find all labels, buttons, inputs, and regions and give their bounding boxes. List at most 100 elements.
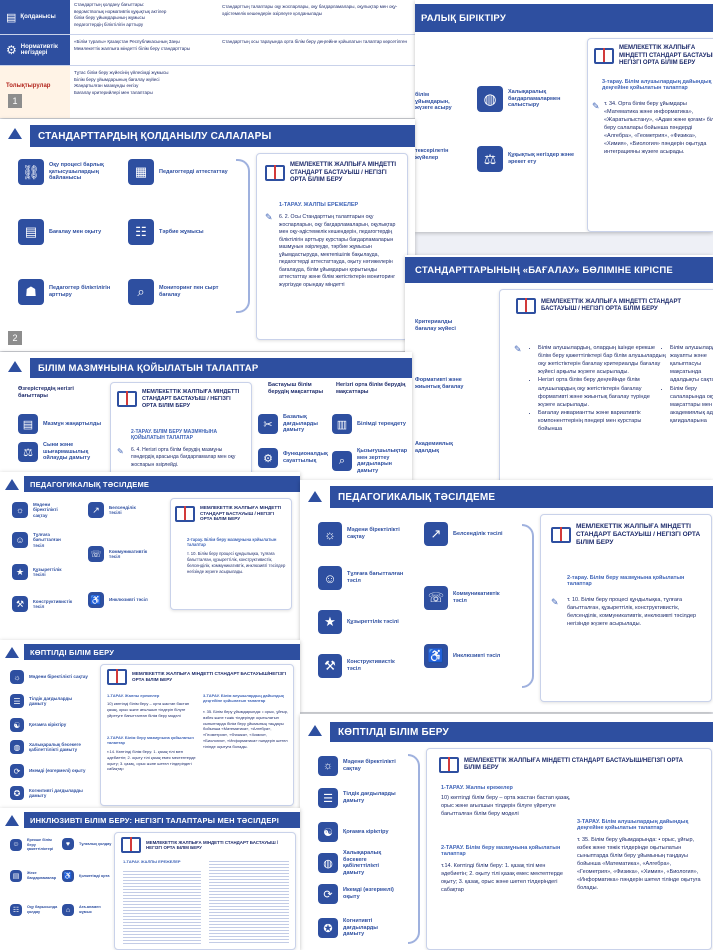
standard-card: МЕМЛЕКЕТТІК ЖАЛПЫҒА МІНДЕТТІ СТАНДАРТ БА…	[114, 832, 296, 950]
list-item: Стандарттың қолдану бағыттары:	[74, 2, 145, 7]
gauge-icon: ▤	[18, 219, 44, 245]
card-text: 6. 2. Осы Стандарттың талаптарын оқу жос…	[279, 214, 396, 288]
list-item: ✪ Когнитивті дағдыларды дамыту	[10, 786, 90, 800]
gear-icon: ⚙	[6, 43, 17, 57]
item-label: Тәрбие жұмысы	[159, 228, 204, 235]
card-header: МЕМЛЕКЕТТІК ЖАЛПЫҒА МІНДЕТТІ СТАНДАРТ БА…	[265, 162, 401, 185]
culture-icon: ☼	[12, 502, 28, 519]
list-item: Бағалау инвариантты және вариативтік ком…	[538, 409, 666, 433]
item-label: Мәдени біректілікті сақтау	[29, 674, 88, 680]
book-icon	[117, 391, 137, 408]
cognitive-icon: ✪	[318, 918, 338, 938]
team-icon: ☷	[10, 904, 22, 916]
card-section: 1-ТАРАУ. ЖАЛПЫ ЕРЕЖЕЛЕР	[123, 859, 181, 864]
book-icon	[121, 837, 141, 853]
slide-international-integration: РАЛЫҚ БІРІКТІРУ білім ұйымдарын, жүзеге …	[415, 0, 713, 232]
list-item: Негізгі орта білім беру деңгейінде білім…	[538, 376, 666, 408]
list-item: ⌕ Мониторинг пен сырт бағалау	[128, 279, 228, 305]
card-title: МЕМЛЕКЕТТІК ЖАЛПЫҒА МІНДЕТТІ СТАНДАРТ БА…	[142, 389, 240, 409]
edit-icon: ✎	[551, 597, 559, 607]
row-bullets: «Білім туралы» Қазақстан Республикасының…	[74, 39, 214, 52]
slide-multilingual-large: КӨПТІЛДІ БІЛІМ БЕРУ ☼ Мәдени біректілікт…	[300, 714, 713, 950]
item-label: Базалық дағдыларды дамыту	[283, 414, 318, 434]
card-header: МЕМЛЕКЕТТІК ЖАЛПЫҒА МІНДЕТТІ СТАНДАРТ БА…	[516, 298, 713, 314]
construct-icon: ⚒	[318, 654, 342, 678]
communication-icon: ☏	[88, 546, 104, 562]
item-label: Белсенділік тәсілі	[453, 530, 503, 537]
slide-pedagogical-large: ПЕДАГОГИКАЛЫҚ ТӘСІЛДЕМЕ ☼ Мәдени біректі…	[300, 480, 713, 712]
item-label: Педагогтерді аттестаттау	[159, 168, 228, 175]
item-label: Функционалдық сауаттылық	[283, 451, 328, 464]
left-label: білім ұйымдарын, жүзеге асыру	[415, 92, 452, 112]
row-bullets: Стандарттың қолдану бағыттары: ведомство…	[74, 2, 214, 28]
logo	[304, 720, 326, 742]
slide-title: БІЛІМ МАЗМҰНЫНА ҚОЙЫЛАТЫН ТАЛАПТАР	[38, 362, 259, 374]
logo	[3, 811, 21, 829]
slide-title: ПЕДАГОГИКАЛЫҚ ТӘСІЛДЕМЕ	[30, 479, 150, 489]
list-item: ☯ Қоғамға кіріктіру	[10, 718, 90, 732]
slide-title: СТАНДАРТТАРЫНЫҢ «БАҒАЛАУ» БӨЛІМІНЕ КІРІС…	[415, 264, 673, 276]
content-icon: ▤	[18, 414, 38, 434]
slide-title: СТАНДАРТТАРДЫҢ ҚОЛДАНЫЛУ САЛАЛАРЫ	[38, 130, 272, 142]
language-icon: ☰	[318, 788, 338, 808]
logo	[304, 486, 326, 508]
slide-header: БІЛІМ МАЗМҰНЫНА ҚОЙЫЛАТЫН ТАЛАПТАР	[30, 358, 412, 378]
culture-icon: ☼	[318, 756, 338, 776]
page-number: 2	[8, 331, 22, 345]
competence-icon: ★	[318, 610, 342, 634]
card-section: 2-ТАРАУ. БІЛІМ БЕРУ МАЗМҰНЫНА ҚОЙЫЛАТЫН …	[131, 429, 218, 441]
flex-icon: ⟳	[318, 884, 338, 904]
row-header-cell: Толықтырулар	[0, 66, 70, 118]
card-title: МЕМЛЕКЕТТІК ЖАЛПЫҒА МІНДЕТТІ СТАНДАРТ БА…	[290, 162, 397, 183]
slide-title: КӨПТІЛДІ БІЛІМ БЕРУ	[30, 647, 115, 657]
list-item: Білім алушылардың жауапты және қалыптасу…	[670, 344, 713, 385]
brace-divider	[522, 524, 534, 688]
competitive-icon: ◍	[318, 853, 338, 874]
column-header: Негізгі орта білім берудің мақсаттары	[336, 382, 406, 395]
list-item: ☰ Тілдік дағдыларды дамыту	[318, 788, 398, 808]
standard-card: МЕМЛЕКЕТТІК ЖАЛПЫҒА МІНДЕТТІ СТАНДАРТ БА…	[426, 748, 712, 950]
card-section: 2-тарау. Білім беру мазмұнына қойылатын …	[187, 537, 277, 547]
card-text: т. 10. Білім беру процесі құндылықка, тұ…	[567, 597, 697, 627]
logo	[4, 123, 26, 145]
card-section: 2-ТАРАУ. Білім беру мазмұнына қойылатын …	[107, 735, 194, 745]
edit-icon: ✎	[117, 447, 124, 456]
standard-card: МЕМЛЕКЕТТІК ЖАЛПЫҒА МІНДЕТТІ СТАНДАРТ БА…	[540, 514, 712, 702]
list-item: ✂ Базалық дағдыларды дамыту	[258, 414, 328, 434]
standard-card: МЕМЛЕКЕТТІК ЖАЛПЫҒА МІНДЕТТІ СТАНДАРТ БА…	[110, 382, 252, 480]
item-label: Когнитивті дағдыларды дамыту	[343, 918, 378, 938]
card-header: МЕМЛЕКЕТТІК ЖАЛПЫҒА МІНДЕТТІ СТАНДАРТ БА…	[551, 523, 701, 547]
brace-divider	[408, 754, 420, 944]
item-label: Икемді (өзгермелі) оқыту	[29, 768, 86, 774]
row-bullets: Тұтас білім беру жүйесінің үйлесімді жұм…	[74, 70, 404, 96]
list-item: ◍ Халықаралық бәсекеге қабілеттілікті да…	[318, 850, 398, 876]
unity-icon: ☯	[10, 718, 24, 732]
list-item: ☺ Ерекше білім беру қажеттіліктері	[10, 838, 60, 852]
person-icon: ☺	[318, 566, 342, 590]
list-item: ◍ Халықаралық бағдарламалармен салыстыру	[477, 86, 577, 112]
list-item: ↗ Белсенділік тәсілі	[88, 502, 148, 518]
slide-assessment-intro: СТАНДАРТТАРЫНЫҢ «БАҒАЛАУ» БӨЛІМІНЕ КІРІС…	[405, 255, 713, 495]
item-label: Белсенділік тәсілі	[109, 504, 136, 515]
slide-header: ИНКЛЮЗИВТІ БІЛІМ БЕРУ: НЕГІЗГІ ТАЛАПТАРЫ…	[24, 812, 300, 828]
list-item: ♥ Тұлғалық қолдау	[62, 838, 112, 850]
table-row: ▤ Қолданысы Стандарттың қолдану бағыттар…	[0, 0, 415, 35]
card-section: 3-ТАРАУ. Білім алушылардың дайындық деңг…	[203, 693, 284, 703]
item-label: Педагогтер біліктілігін арттыру	[49, 285, 111, 298]
card-title: МЕМЛЕКЕТТІК ЖАЛПЫҒА МІНДЕТТІ СТАНДАРТ БА…	[464, 757, 684, 772]
list-item: ★ Құзыреттілік тәсілі	[12, 564, 72, 580]
card-text: 6. 4. Негізгі орта білім берудің мазмұны…	[131, 447, 236, 468]
item-label: Халықаралық бәсекеге қабілеттілікті дамы…	[29, 741, 81, 752]
row-label: Қолданысы	[20, 14, 56, 20]
text-placeholder-lines	[123, 869, 201, 945]
language-icon: ☰	[10, 694, 24, 708]
list-item: Тұтас білім беру жүйесінің үйлесімді жұм…	[74, 70, 169, 75]
card-section: 1-ТАРАУ. Жалпы ережелер	[107, 693, 160, 698]
card-section: 2-ТАРАУ. Білім беру мазмұнына қойылатын …	[441, 845, 561, 857]
item-label: Мәдени біректілікті сақтау	[33, 502, 58, 518]
list-item: ▥ Білімді тереңдету	[332, 414, 408, 434]
slide-standards-table: ▤ Қолданысы Стандарттың қолдану бағыттар…	[0, 0, 415, 118]
culture-icon: ☼	[10, 670, 24, 684]
list-item: ♿ Қолжетімді орта	[62, 870, 112, 882]
list-item: ☗ Педагогтер біліктілігін арттыру	[18, 279, 123, 305]
